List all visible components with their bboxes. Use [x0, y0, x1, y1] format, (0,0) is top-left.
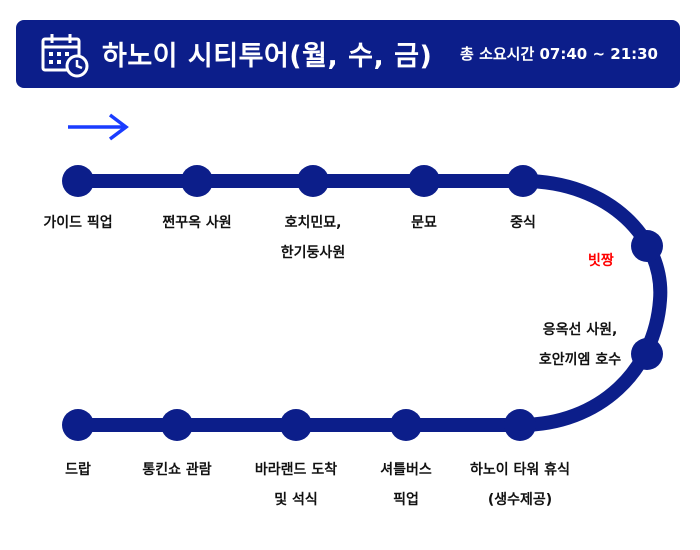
route-line — [71, 174, 668, 432]
stop-label: 드랍 — [65, 455, 91, 485]
stop-label: 가이드 픽업 — [43, 208, 112, 238]
header-banner: 하노이 시티투어(월, 수, 금) 총 소요시간 07:40 ~ 21:30 — [16, 20, 680, 88]
stop-dot — [507, 165, 539, 197]
stop-label-line: 드랍 — [65, 462, 91, 478]
traffic-jam-note: 빗짱 — [588, 253, 614, 269]
stop-label-line: 문묘 — [411, 215, 437, 231]
page-title: 하노이 시티투어(월, 수, 금) — [102, 41, 433, 72]
stop-label-line: 호안끼엠 호수 — [538, 352, 622, 368]
stop-dot — [631, 338, 663, 370]
stop-dot — [408, 165, 440, 197]
stop-dot — [161, 409, 193, 441]
stop-dot — [504, 409, 536, 441]
stop-label-line: 쩐꾸옥 사원 — [162, 215, 232, 231]
stop-dot — [280, 409, 312, 441]
stop-label: 쩐꾸옥 사원 — [162, 208, 231, 238]
stop-label-line: 바라랜드 도착 — [254, 462, 338, 478]
stop-label-line: 가이드 픽업 — [43, 215, 113, 231]
stop-dot — [297, 165, 329, 197]
stop-label-line: 픽업 — [393, 492, 419, 508]
stop-label-line: 호치민묘, — [284, 215, 342, 231]
stop-dots — [62, 165, 663, 441]
stop-label: 통킨쇼 관람 — [142, 455, 211, 485]
stop-dot — [62, 165, 94, 197]
stop-label: 중식 — [510, 208, 536, 238]
stop-label-line: (생수제공) — [487, 492, 553, 508]
stop-label-line: 및 석식 — [274, 492, 318, 508]
stop-label-line: 셔틀버스 — [380, 462, 432, 478]
calendar-clock-icon — [41, 34, 89, 78]
total-duration: 총 소요시간 07:40 ~ 21:30 — [460, 45, 658, 63]
stop-label-line: 응옥선 사원, — [542, 322, 618, 338]
stop-label: 응옥선 사원, 호안끼엠 호수 — [539, 315, 621, 375]
stop-label: 문묘 — [411, 208, 437, 238]
stop-label: 호치민묘, 한기둥사원 — [281, 208, 345, 268]
right-arrow-icon — [68, 113, 129, 141]
stop-label-line: 통킨쇼 관람 — [142, 462, 212, 478]
stop-dot — [181, 165, 213, 197]
stop-dot — [631, 230, 663, 262]
stop-label: 하노이 타워 휴식 (생수제공) — [470, 455, 570, 515]
stop-label-line: 한기둥사원 — [280, 245, 346, 261]
stop-label-line: 중식 — [510, 215, 536, 231]
stop-dot — [62, 409, 94, 441]
stop-dot — [390, 409, 422, 441]
stop-label-line: 하노이 타워 휴식 — [470, 462, 570, 478]
